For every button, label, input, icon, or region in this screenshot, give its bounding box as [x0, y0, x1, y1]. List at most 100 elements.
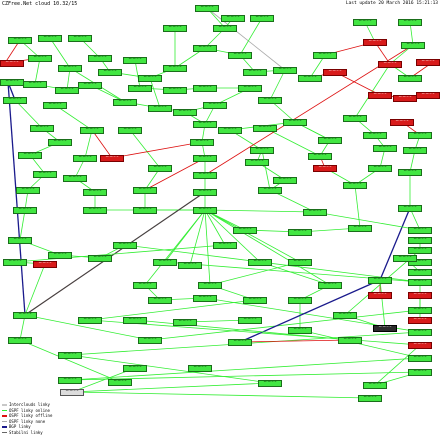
router-node[interactable]: 10.32.x.x	[228, 338, 252, 346]
router-node[interactable]: 10.32.x.x	[33, 170, 57, 178]
router-node[interactable]: 10.32.x.x	[403, 146, 427, 154]
router-node[interactable]: 10.32.x.x	[258, 96, 282, 104]
router-node[interactable]: 10.32.x.x	[133, 186, 157, 194]
router-node[interactable]: 10.32.x.x	[313, 51, 337, 59]
router-node[interactable]: 10.32.x.x	[258, 379, 282, 387]
router-node[interactable]: 10.32.x.x	[8, 36, 32, 44]
router-node[interactable]: 10.32.x.x	[148, 164, 172, 172]
router-node[interactable]: 10.32.x.x	[100, 154, 124, 162]
router-node[interactable]: 10.32.x.x	[88, 54, 112, 62]
router-node[interactable]: 10.32.x.x	[238, 84, 262, 92]
router-node[interactable]: 10.32.x.x	[368, 276, 392, 284]
router-node[interactable]: 10.32.x.x	[398, 18, 422, 26]
router-node[interactable]: 10.32.x.x	[193, 154, 217, 162]
router-node[interactable]: 10.32.x.x	[258, 186, 282, 194]
router-node[interactable]: 10.32.x.x	[163, 64, 187, 72]
router-node[interactable]: 10.32.x.x	[416, 91, 440, 99]
router-node[interactable]: 10.32.x.x	[83, 188, 107, 196]
router-node[interactable]: 10.32.x.x	[68, 34, 92, 42]
router-node[interactable]: 10.32.x.x	[163, 24, 187, 32]
router-node[interactable]: 10.32.x.x	[303, 208, 327, 216]
router-node[interactable]: 10.32.x.x	[78, 316, 102, 324]
router-node[interactable]: 10.32.x.x	[408, 341, 432, 349]
router-node[interactable]: 10.32.x.x	[8, 336, 32, 344]
router-node[interactable]: 10.32.x.x	[133, 281, 157, 289]
router-node[interactable]: 10.32.x.x	[198, 281, 222, 289]
router-node[interactable]: 10.32.x.x	[250, 146, 274, 154]
router-node[interactable]: 10.32.x.x	[123, 316, 147, 324]
router-node[interactable]: 10.32.x.x	[133, 206, 157, 214]
router-node[interactable]: 10.32.x.x	[408, 246, 432, 254]
router-node[interactable]: 10.32.x.x	[343, 181, 367, 189]
router-node[interactable]: 10.32.x.x	[333, 311, 357, 319]
router-node[interactable]: 10.32.x.x	[213, 24, 237, 32]
router-node[interactable]: 10.32.x.x	[193, 206, 217, 214]
router-node[interactable]: 10.32.x.x	[408, 368, 432, 376]
router-node[interactable]: 10.32.x.x	[16, 186, 40, 194]
router-node[interactable]: 10.32.x.x	[193, 44, 217, 52]
router-node[interactable]: 10.32.x.x	[313, 164, 337, 172]
router-node[interactable]: 10.32.x.x	[33, 260, 57, 268]
router-node[interactable]: 10.32.x.x	[3, 96, 27, 104]
router-node[interactable]: 10.32.x.x	[113, 98, 137, 106]
router-node[interactable]: 10.32.x.x	[228, 51, 252, 59]
router-node[interactable]: 10.32.x.x	[148, 104, 172, 112]
router-node[interactable]: 10.32.x.x	[273, 66, 297, 74]
router-node[interactable]: 10.32.x.x	[188, 364, 212, 372]
router-node[interactable]: 10.32.x.x	[0, 59, 24, 67]
router-node[interactable]: 10.32.x.x	[318, 136, 342, 144]
router-node[interactable]: 10.32.x.x	[108, 378, 132, 386]
router-node[interactable]: 10.32.x.x	[233, 226, 257, 234]
router-node[interactable]: 10.32.x.x	[353, 18, 377, 26]
router-node[interactable]: 10.32.x.x	[213, 241, 237, 249]
router-node[interactable]: 10.32.x.x	[58, 351, 82, 359]
router-node[interactable]: 10.32.x.x	[83, 206, 107, 214]
router-node[interactable]: 10.32.x.x	[138, 74, 162, 82]
router-node[interactable]: 10.32.x.x	[323, 68, 347, 76]
router-node[interactable]: 10.32.x.x	[128, 84, 152, 92]
router-node[interactable]: 10.32.x.x	[238, 316, 262, 324]
router-node[interactable]: 10.32.x.x	[408, 226, 432, 234]
router-node[interactable]: 10.32.x.x	[193, 294, 217, 302]
router-node[interactable]: 10.32.x.x	[368, 91, 392, 99]
router-node[interactable]: 10.32.x.x	[363, 131, 387, 139]
router-node[interactable]: 10.32.x.x	[408, 278, 432, 286]
router-node[interactable]: 10.32.x.x	[193, 188, 217, 196]
router-node[interactable]: 10.32.x.x	[245, 158, 269, 166]
router-node[interactable]: 10.32.x.x	[173, 318, 197, 326]
router-node[interactable]: 10.32.x.x	[73, 154, 97, 162]
router-node[interactable]: 10.32.x.x	[368, 164, 392, 172]
router-node[interactable]: 10.32.x.x	[283, 118, 307, 126]
router-node[interactable]: 10.32.x.x	[113, 241, 137, 249]
router-node[interactable]: 10.32.x.x	[393, 254, 417, 262]
router-node[interactable]: 10.32.x.x	[88, 254, 112, 262]
router-node[interactable]: 10.32.x.x	[393, 94, 417, 102]
router-node[interactable]: 10.32.x.x	[8, 236, 32, 244]
router-node[interactable]: 10.32.x.x	[193, 120, 217, 128]
router-node[interactable]: 10.32.x.x	[416, 58, 440, 66]
router-node[interactable]: 10.32.x.x	[193, 84, 217, 92]
router-node[interactable]: 10.32.x.x	[408, 258, 432, 266]
router-node[interactable]: 10.32.x.x	[178, 261, 202, 269]
router-node[interactable]: 10.32.x.x	[58, 64, 82, 72]
router-node[interactable]: 10.32.x.x	[173, 108, 197, 116]
router-node[interactable]: 10.32.x.x	[148, 296, 172, 304]
router-node[interactable]: 10.32.x.x	[363, 381, 387, 389]
router-node[interactable]: 10.32.x.x	[248, 258, 272, 266]
router-node[interactable]: 10.32.x.x	[190, 138, 214, 146]
router-node[interactable]: 10.32.x.x	[338, 336, 362, 344]
router-node[interactable]: 10.32.x.x	[408, 268, 432, 276]
router-node[interactable]: 10.32.x.x	[58, 376, 82, 384]
router-node[interactable]: 10.32.x.x	[3, 258, 27, 266]
router-node[interactable]: 10.32.x.x	[288, 258, 312, 266]
router-node[interactable]: 10.32.x.x	[138, 336, 162, 344]
router-node[interactable]: 10.32.x.x	[243, 68, 267, 76]
router-node[interactable]: 10.32.x.x	[195, 4, 219, 12]
router-node[interactable]: 10.32.x.x	[48, 138, 72, 146]
router-node[interactable]: 10.32.x.x	[373, 144, 397, 152]
router-node[interactable]: 10.32.x.x	[123, 56, 147, 64]
router-node[interactable]: 10.32.x.x	[390, 118, 414, 126]
router-node[interactable]: 10.32.x.x	[343, 114, 367, 122]
router-node[interactable]: 10.32.x.x	[253, 124, 277, 132]
router-node[interactable]: 10.32.x.x	[368, 291, 392, 299]
